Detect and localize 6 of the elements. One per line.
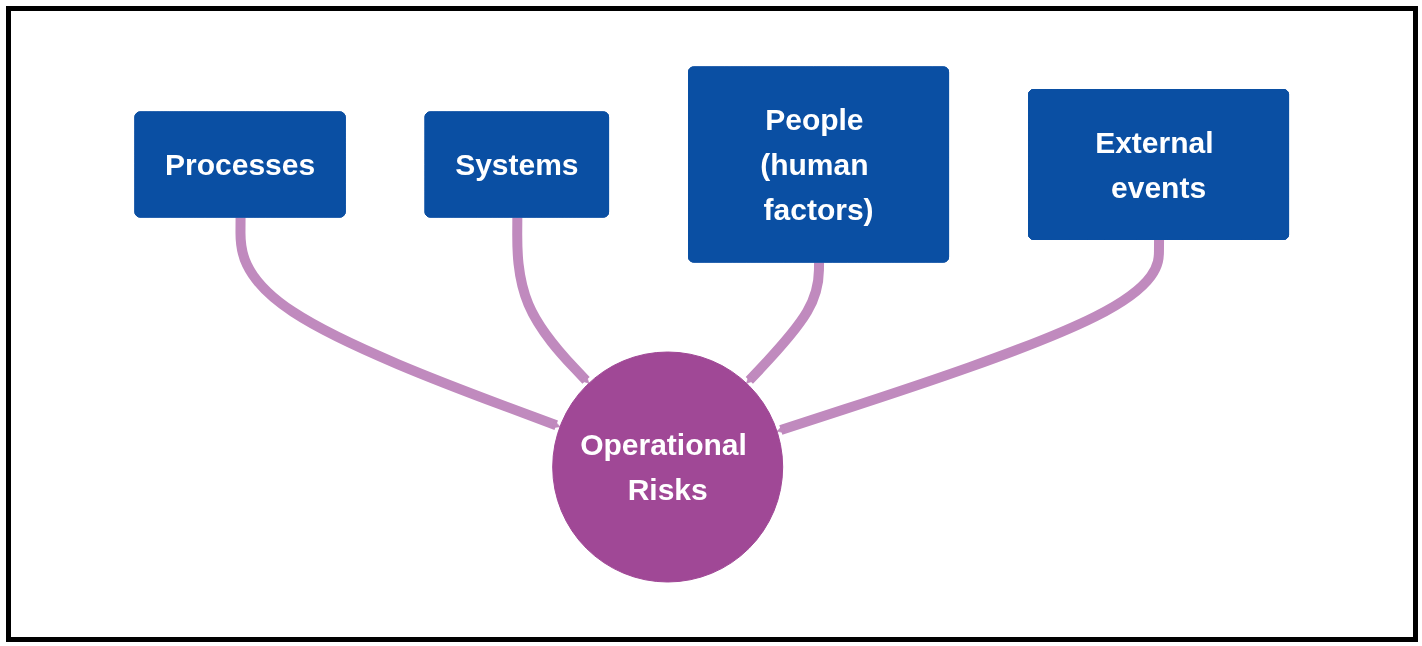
diagram-frame: Processes Systems People (human factors) Operational Risks External events	[6, 6, 1418, 642]
arrow	[512, 217, 590, 384]
arrow	[776, 239, 1165, 435]
node-circle	[552, 351, 784, 582]
arrow	[235, 216, 561, 430]
arrow	[745, 261, 825, 384]
